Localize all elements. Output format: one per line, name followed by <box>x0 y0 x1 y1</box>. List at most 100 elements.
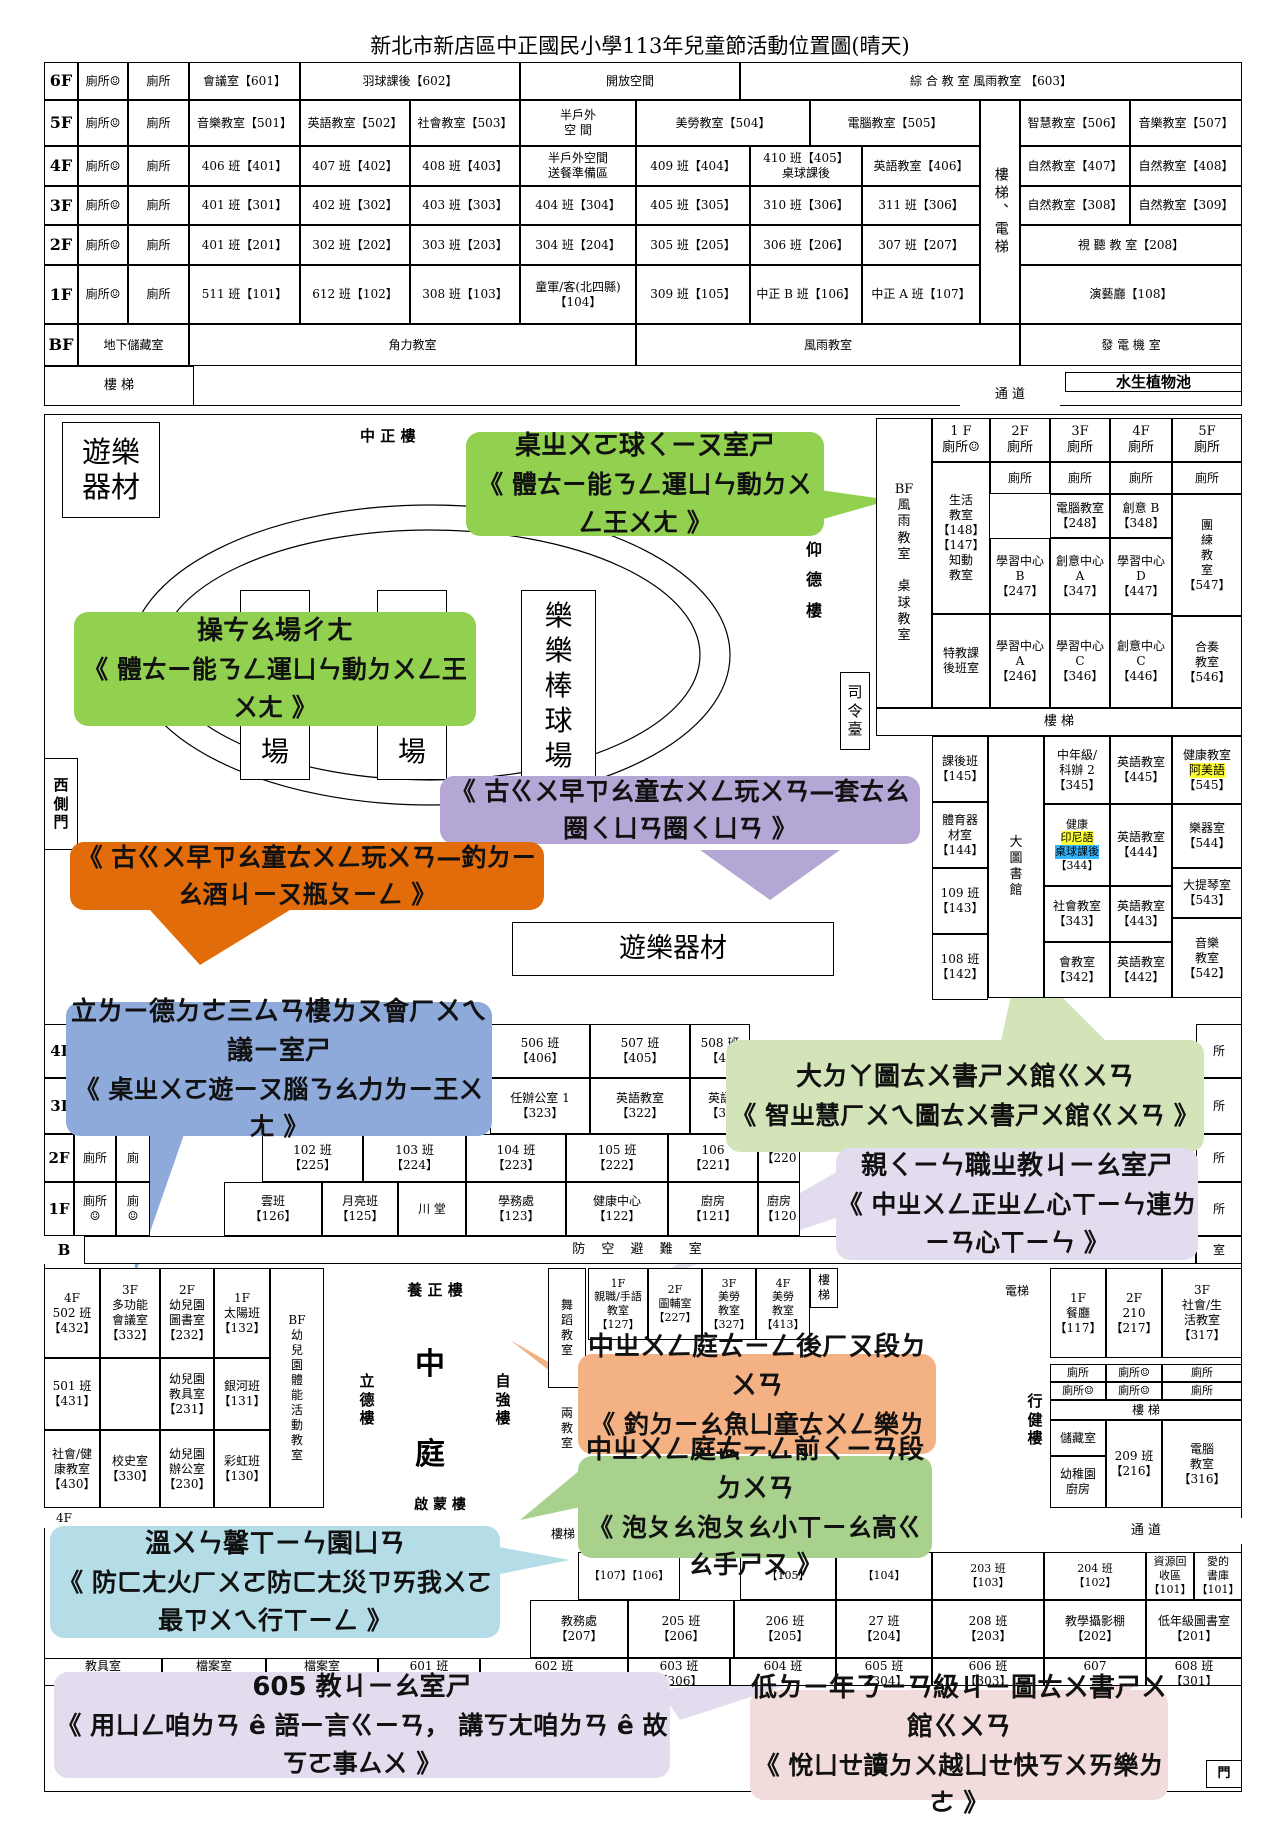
bubble-activity: 《 防ㄈㄤ火ㄏㄨㄛ防ㄈㄤ災ㄗㄞ我ㄨㄛ最ㄗㄨㄟ行ㄒㄧㄥ 》 <box>58 1568 492 1635</box>
activity-bubble-12: 低ㄉㄧ年ㄋㄧㄢ級ㄐㄧ圖ㄊㄨ書ㄕㄨ館ㄍㄨㄢ《 悅ㄩㄝ讀ㄉㄨ越ㄩㄝ快ㄎㄨㄞ樂ㄌㄜ 》 <box>750 1673 1168 1817</box>
east-r2-0: 廁所 <box>990 462 1050 494</box>
east-header-2: 3F 廁所 <box>1050 418 1110 462</box>
room-5-9: 演藝廳【108】 <box>1020 265 1242 324</box>
corridor-top: 通 道 <box>960 384 1060 406</box>
kg-r2-2: 幼兒園 教具室 【231】 <box>160 1358 214 1430</box>
xingjian-217: 2F 210 【217】 <box>1106 1268 1162 1358</box>
art-0: 1F 親職/手語 教室 【127】 <box>588 1268 648 1340</box>
mid-1f-0: 1F <box>44 1182 74 1236</box>
xingjian-storage: 儲藏室 <box>1050 1420 1106 1456</box>
east-r2-3: 廁所 <box>1172 462 1242 494</box>
kg-r2-1 <box>100 1358 160 1430</box>
qimeng-label: 啟 蒙 樓 <box>390 1494 490 1518</box>
bottom-gate: 門 <box>1206 1760 1242 1788</box>
yangde-building-label: 仰 德 樓 <box>806 540 825 620</box>
library-column: 大 圖 書 館 <box>988 736 1044 998</box>
bubble-activity: 《 古ㄍㄨ早ㄗㄠ童ㄊㄨㄥ玩ㄨㄢ—套ㄊㄠ圈ㄑㄩㄢ圈ㄑㄩㄢ 》 <box>450 776 910 844</box>
east-room-346: 學習中心 C 【346】 <box>1050 614 1110 708</box>
courtyard-char-1: 中 <box>400 1340 460 1390</box>
room-6-0: 地下儲藏室 <box>78 324 189 366</box>
bottom-r2-3: 27 班 【204】 <box>836 1600 932 1658</box>
bubble-activity: 《 體ㄊㄧ能ㄋㄥ運ㄩㄣ動ㄉㄨㄥ王ㄨㄤ 》 <box>83 655 467 722</box>
room-1-4: 社會教室【503】 <box>410 100 520 146</box>
bubble-activity: 《 中ㄓㄨㄥ正ㄓㄥ心ㄒㄧㄣ連ㄌㄧㄢ心ㄒㄧㄣ 》 <box>837 1190 1197 1257</box>
mid-floor-b: B <box>44 1236 84 1264</box>
east-room-248: 電腦教室 【248】 <box>1050 494 1110 538</box>
room-344-c344a: 健康 <box>1066 817 1088 831</box>
room-0-0: 廁所☺ <box>78 62 128 100</box>
floor-label-2f: 2F <box>44 225 78 265</box>
bubble-tail-9 <box>520 1470 590 1520</box>
bubble-activity: 《 悅ㄩㄝ讀ㄉㄨ越ㄩㄝ快ㄎㄨㄞ樂ㄌㄜ 》 <box>754 1750 1164 1818</box>
courtyard-char-2: 庭 <box>400 1430 460 1480</box>
xingjian-toilet-1: 廁所☺ <box>1106 1364 1162 1382</box>
west-gate: 西 側 門 <box>44 758 78 850</box>
room-2-6: 409 班【404】 <box>636 146 750 186</box>
bubble-activity: 《 體ㄊㄧ能ㄋㄥ運ㄩㄣ動ㄉㄨㄥ王ㄨㄤ 》 <box>478 470 812 537</box>
activity-bubble-11: 605 教ㄐㄧㄠ室ㄕ《 用ㄩㄥ咱ㄌㄢ ê 語ㄧ言ㄍㄧㄢ， 講ㄎㄤ咱ㄌㄢ ê 故ㄎ… <box>54 1672 670 1778</box>
activity-bubble-8: 中ㄓㄨㄥ庭ㄊㄧㄥ後ㄏㄡ段ㄉㄨㄢ《 釣ㄉㄧㄠ魚ㄩ童ㄊㄨㄥ樂ㄌㄜ趣ㄑㄩ 》 <box>578 1332 936 1476</box>
activity-bubble-2: 操ㄘㄠ場ㄔㄤ《 體ㄊㄧ能ㄋㄥ運ㄩㄣ動ㄉㄨㄥ王ㄨㄤ 》 <box>74 612 476 726</box>
play-equipment-box: 遊樂 器材 <box>62 422 160 518</box>
room-3-9: 自然教室【308】 <box>1020 186 1130 225</box>
east-room-345: 中年級/ 科辦 2 【345】 <box>1044 736 1110 804</box>
room-1-7: 電腦教室【505】 <box>810 100 980 146</box>
bubble-activity: 《 泡ㄆㄠ泡ㄆㄠ小ㄒㄧㄠ高ㄍㄠ手ㄕㄡ 》 <box>588 1512 922 1580</box>
mid-1f-2: 廁 ☺ <box>116 1182 150 1236</box>
bottom-r2-0: 教務處 【207】 <box>530 1600 628 1658</box>
east-lower-1: 體育器 材室 【144】 <box>932 802 988 868</box>
bottom-r2-4: 208 班 【203】 <box>932 1600 1044 1658</box>
mid-4f-507: 507 班 【405】 <box>590 1024 690 1078</box>
xingjian-toilet-5: 廁所 <box>1162 1382 1242 1400</box>
room-1-2: 音樂教室【501】 <box>189 100 300 146</box>
room-5-1: 廁所 <box>128 265 189 324</box>
room-3-2: 401 班【301】 <box>189 186 300 225</box>
xingjian-kitchen: 幼稚園 廚房 <box>1050 1456 1106 1508</box>
bubble-activity: 《 用ㄩㄥ咱ㄌㄢ ê 語ㄧ言ㄍㄧㄢ， 講ㄎㄤ咱ㄌㄢ ê 故ㄎㄛ事ㄙㄨ 》 <box>56 1711 668 1778</box>
mid-1f-3: 雲班 【126】 <box>224 1182 322 1236</box>
floor-label-4f: 4F <box>44 146 78 186</box>
bottom-r1-0: 【107】【106】 <box>578 1552 680 1600</box>
room-1-9: 音樂教室【507】 <box>1130 100 1242 146</box>
kg-r3-3: 彩虹班 【130】 <box>214 1430 270 1508</box>
room-5-4: 308 班【103】 <box>410 265 520 324</box>
kg-r3-0: 社會/健 康教室 【430】 <box>44 1430 100 1508</box>
east-room-447: 學習中心 D 【447】 <box>1110 538 1172 614</box>
podium: 司 令 臺 <box>840 672 870 750</box>
room-6-3: 發 電 機 室 <box>1020 324 1242 366</box>
floor-label-1f: 1F <box>44 265 78 324</box>
floor-label-3f: 3F <box>44 186 78 225</box>
room-3-0: 廁所☺ <box>78 186 128 225</box>
room-5-3: 612 班【102】 <box>300 265 410 324</box>
bottom-r2-5: 教學攝影棚 【202】 <box>1044 1600 1146 1658</box>
mid-3f-322: 英語教室 【322】 <box>590 1078 690 1134</box>
east-room-544: 樂器室 【544】 <box>1172 804 1242 868</box>
room-0-1: 廁所 <box>128 62 189 100</box>
room-3-4: 403 班【303】 <box>410 186 520 225</box>
art-1: 2F 圖輔室 【227】 <box>648 1268 702 1340</box>
room-4-5: 304 班【204】 <box>520 225 636 265</box>
east-stairs: 樓 梯 <box>876 708 1242 736</box>
bubble-title: 操ㄘㄠ場ㄔㄤ <box>196 616 353 646</box>
east-room-443: 英語教室 【443】 <box>1110 886 1172 942</box>
mid-2f-3: 102 班 【225】 <box>262 1134 363 1182</box>
bottom-r1-5: 資源回 收區 【101】 <box>1146 1552 1194 1600</box>
room-4-7: 306 班【206】 <box>750 225 862 265</box>
xingjian-toilet-3: 廁所☺ <box>1050 1382 1106 1400</box>
xingjian-117: 1F 餐廳 【117】 <box>1050 1268 1106 1358</box>
bubble-tail-1 <box>820 490 890 520</box>
kg-r2-0: 501 班 【431】 <box>44 1358 100 1430</box>
mid-2f-2: 廁 <box>116 1134 150 1182</box>
east-room-148: 生活 教室 【148】 【147】 知動 教室 <box>932 462 990 614</box>
room-4-8: 307 班【207】 <box>862 225 980 265</box>
bottom-r1-2: 【104】 <box>836 1552 932 1600</box>
room-1-0: 廁所☺ <box>78 100 128 146</box>
activity-bubble-5: 立ㄌㄧ德ㄉㄜ三ㄙㄢ樓ㄌㄡ會ㄏㄨㄟ議ㄧ室ㄕ《 桌ㄓㄨㄛ遊ㄧㄡ腦ㄋㄠ力ㄌㄧ王ㄨㄤ 》 <box>66 997 492 1141</box>
room-545-h545a: 健康教室 <box>1182 747 1231 762</box>
zhongzheng-building-label: 中 正 樓 <box>360 427 416 445</box>
room-1-1: 廁所 <box>128 100 189 146</box>
room-3-7: 310 班【306】 <box>750 186 862 225</box>
bubble-title: 親ㄑㄧㄣ職ㄓ教ㄐㄧㄠ室ㄕ <box>860 1151 1173 1181</box>
room-2-10: 自然教室【408】 <box>1130 146 1242 186</box>
east-lower-3: 108 班 【142】 <box>932 934 988 1000</box>
